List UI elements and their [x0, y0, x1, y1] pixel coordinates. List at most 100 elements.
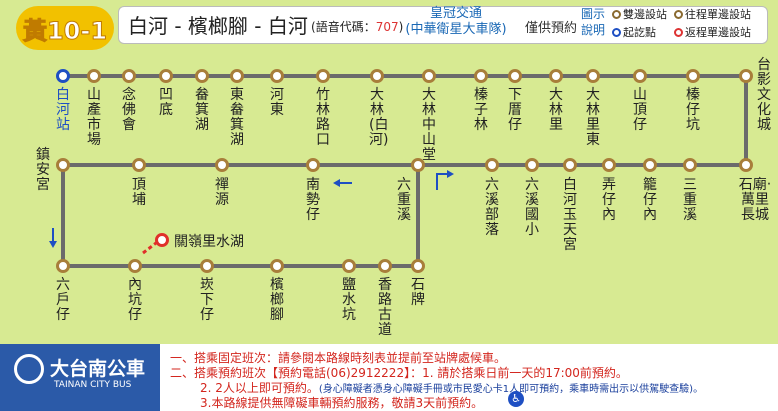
stop-label-nianfo: 念佛會 — [122, 87, 136, 133]
stop-label-xiangluguidao: 香路古道 — [378, 277, 392, 338]
stop-label-baihe: 白河站 — [56, 87, 70, 133]
stop-label-dalin-baihe: 大林(白河) — [369, 87, 389, 148]
legend-outbound: 往程單邊設站 — [674, 6, 751, 22]
note-4: 3.本路線提供無障礙車輛預約服務，敬請3天前預約。 — [200, 396, 484, 410]
stop-label-bingxiazi: 崁下仔 — [200, 277, 214, 323]
stop-label-liuzhongxi: 六重溪 — [397, 177, 411, 223]
stop-label-dong-gaobikeng: 東畚箕湖 — [230, 87, 244, 148]
stop-node-dalinli[interactable] — [549, 69, 563, 83]
stop-label-liuxi-buluo: 六溪部落 — [485, 177, 499, 238]
voice-code: (語音代碼：707) — [311, 20, 404, 34]
stop-label-dalinli: 大林里 — [549, 87, 563, 133]
stop-label-liuxi-school: 六溪國小 — [525, 177, 539, 238]
route-number-badge: 黃10-1 — [16, 6, 114, 50]
stop-label-nongzinei: 弄仔內 — [602, 177, 616, 223]
route-name: 白河 - 檳榔腳 - 白河 — [128, 14, 308, 38]
stop-label-liuhuzi: 六戶仔 — [56, 277, 70, 323]
stop-label-zhenan: 鎮安宮 — [36, 147, 50, 193]
stop-node-xiangluguidao[interactable] — [378, 259, 392, 273]
logo-panel: 大台南公車 TAINAN CITY BUS — [0, 344, 160, 411]
stop-node-binlangjiao[interactable] — [270, 259, 284, 273]
stop-node-liuxi-school[interactable] — [525, 158, 539, 172]
stop-node-baihe[interactable] — [56, 69, 70, 83]
stop-label-dalinli-dong: 大林里東 — [586, 87, 600, 148]
stop-label-yanshuikeng: 鹽水坑 — [342, 277, 356, 323]
stop-node-shandingzi[interactable] — [633, 69, 647, 83]
stop-node-baihe-yutian[interactable] — [563, 158, 577, 172]
stop-node-gaobikeng[interactable] — [195, 69, 209, 83]
outbound-stop-icon — [674, 9, 683, 19]
stop-node-yanshuikeng[interactable] — [342, 259, 356, 273]
stop-node-zhenzilin[interactable] — [474, 69, 488, 83]
stop-label-aodi: 凹底 — [159, 87, 173, 118]
stop-node-longzinei[interactable] — [643, 158, 657, 172]
stop-label-dingpu: 頂埔 — [132, 177, 146, 208]
direction-arrowhead-right-icon — [447, 170, 454, 178]
stop-node-zhulin[interactable] — [316, 69, 330, 83]
stop-label-baihe-yutian: 白河玉天宮 — [563, 177, 577, 253]
stop-node-dong-gaobikeng[interactable] — [230, 69, 244, 83]
direction-arrowhead-left-icon — [333, 179, 340, 187]
stop-label-shipai: 石牌 — [411, 277, 425, 308]
stop-label-zhenzilin: 榛子林 — [474, 87, 488, 133]
stop-node-taiying[interactable] — [739, 69, 753, 83]
stop-label-taiying: 台影文化城 — [757, 57, 771, 133]
note-1: 一、搭乘固定班次：請參閱本路線時刻表並提前至站牌處候車。 — [170, 351, 507, 365]
stop-label-neikengzi: 內坑仔 — [128, 277, 142, 323]
stop-node-dalin-zhongshan[interactable] — [422, 69, 436, 83]
header-panel — [118, 6, 768, 44]
stop-label-zhenzikeng: 榛仔坑 — [686, 87, 700, 133]
legend-both: 雙邊設站 — [612, 6, 667, 22]
stop-label-shandingzi: 山頂仔 — [633, 87, 647, 133]
stop-node-aodi[interactable] — [159, 69, 173, 83]
stop-node-shimiao[interactable] — [739, 158, 753, 172]
legend-origin: 起訖點 — [612, 24, 656, 40]
stop-node-dingpu[interactable] — [132, 158, 146, 172]
stop-label-gaobikeng: 畚箕湖 — [195, 87, 209, 133]
bus-logo-icon — [14, 354, 44, 384]
logo-subtext: TAINAN CITY BUS — [54, 380, 132, 390]
stop-label-dalin-zhongshan: 大林中山堂 — [422, 87, 436, 163]
stop-label-binlangjiao: 檳榔腳 — [270, 277, 284, 323]
stop-node-xiacuozi[interactable] — [508, 69, 522, 83]
stop-label-longzinei: 籠仔內 — [643, 177, 657, 223]
direction-arrowhead-down-icon — [49, 241, 57, 248]
stop-node-hedong[interactable] — [270, 69, 284, 83]
stop-node-dalin-baihe[interactable] — [370, 69, 384, 83]
stop-label-guanling: 關嶺里水湖 — [174, 234, 244, 250]
origin-stop-icon — [612, 27, 621, 37]
stop-node-nongzinei[interactable] — [602, 158, 616, 172]
stop-node-shipai[interactable] — [411, 259, 425, 273]
stop-node-liuhuzi[interactable] — [56, 259, 70, 273]
note-3: 2. 2人以上即可預約。(身心障礙者憑身心障礙手冊或市民愛心卡1人即可預約，乘車… — [200, 381, 704, 395]
stop-label-hedong: 河東 — [270, 87, 284, 118]
stop-label-zhulin: 竹林路口 — [316, 87, 330, 148]
stop-node-dalinli-dong[interactable] — [586, 69, 600, 83]
stop-node-zhenan[interactable] — [56, 158, 70, 172]
stop-node-sanzhongxi[interactable] — [683, 158, 697, 172]
stop-label-chanyuan: 禪源 — [215, 177, 229, 208]
stop-node-liuzhongxi[interactable] — [411, 158, 425, 172]
note-2: 二、搭乘預約班次【預約電話(06)2912222】：1. 請於搭乘日前一天的17… — [170, 366, 628, 380]
stop-node-guanling[interactable] — [155, 233, 169, 247]
stop-node-shanchan[interactable] — [87, 69, 101, 83]
stop-label-nanshizi: 南勢仔 — [306, 177, 320, 223]
stop-label-shanchan: 山產市場 — [87, 87, 101, 148]
stop-node-chanyuan[interactable] — [215, 158, 229, 172]
return-stop-icon — [674, 27, 683, 37]
direction-arrow-right-icon — [436, 173, 450, 190]
stop-node-nianfo[interactable] — [122, 69, 136, 83]
stop-label-xiacuozi: 下厝仔 — [508, 87, 522, 133]
both-sides-stop-icon — [612, 9, 621, 19]
stop-node-neikengzi[interactable] — [128, 259, 142, 273]
operator-name: 皇冠交通 (中華衛星大車隊) — [405, 6, 507, 37]
stop-node-liuxi-buluo[interactable] — [485, 158, 499, 172]
stop-label-sanzhongxi: 三重溪 — [683, 177, 697, 223]
wheelchair-icon: ♿ — [508, 391, 524, 407]
stop-node-bingxiazi[interactable] — [200, 259, 214, 273]
stop-node-nanshizi[interactable] — [306, 158, 320, 172]
logo-text: 大台南公車 — [50, 358, 146, 380]
legend-title: 圖示說明 — [580, 7, 605, 37]
stop-node-zhenzikeng[interactable] — [686, 69, 700, 83]
stop-label-shimiao: 石廟‧萬里長城 — [738, 177, 772, 223]
